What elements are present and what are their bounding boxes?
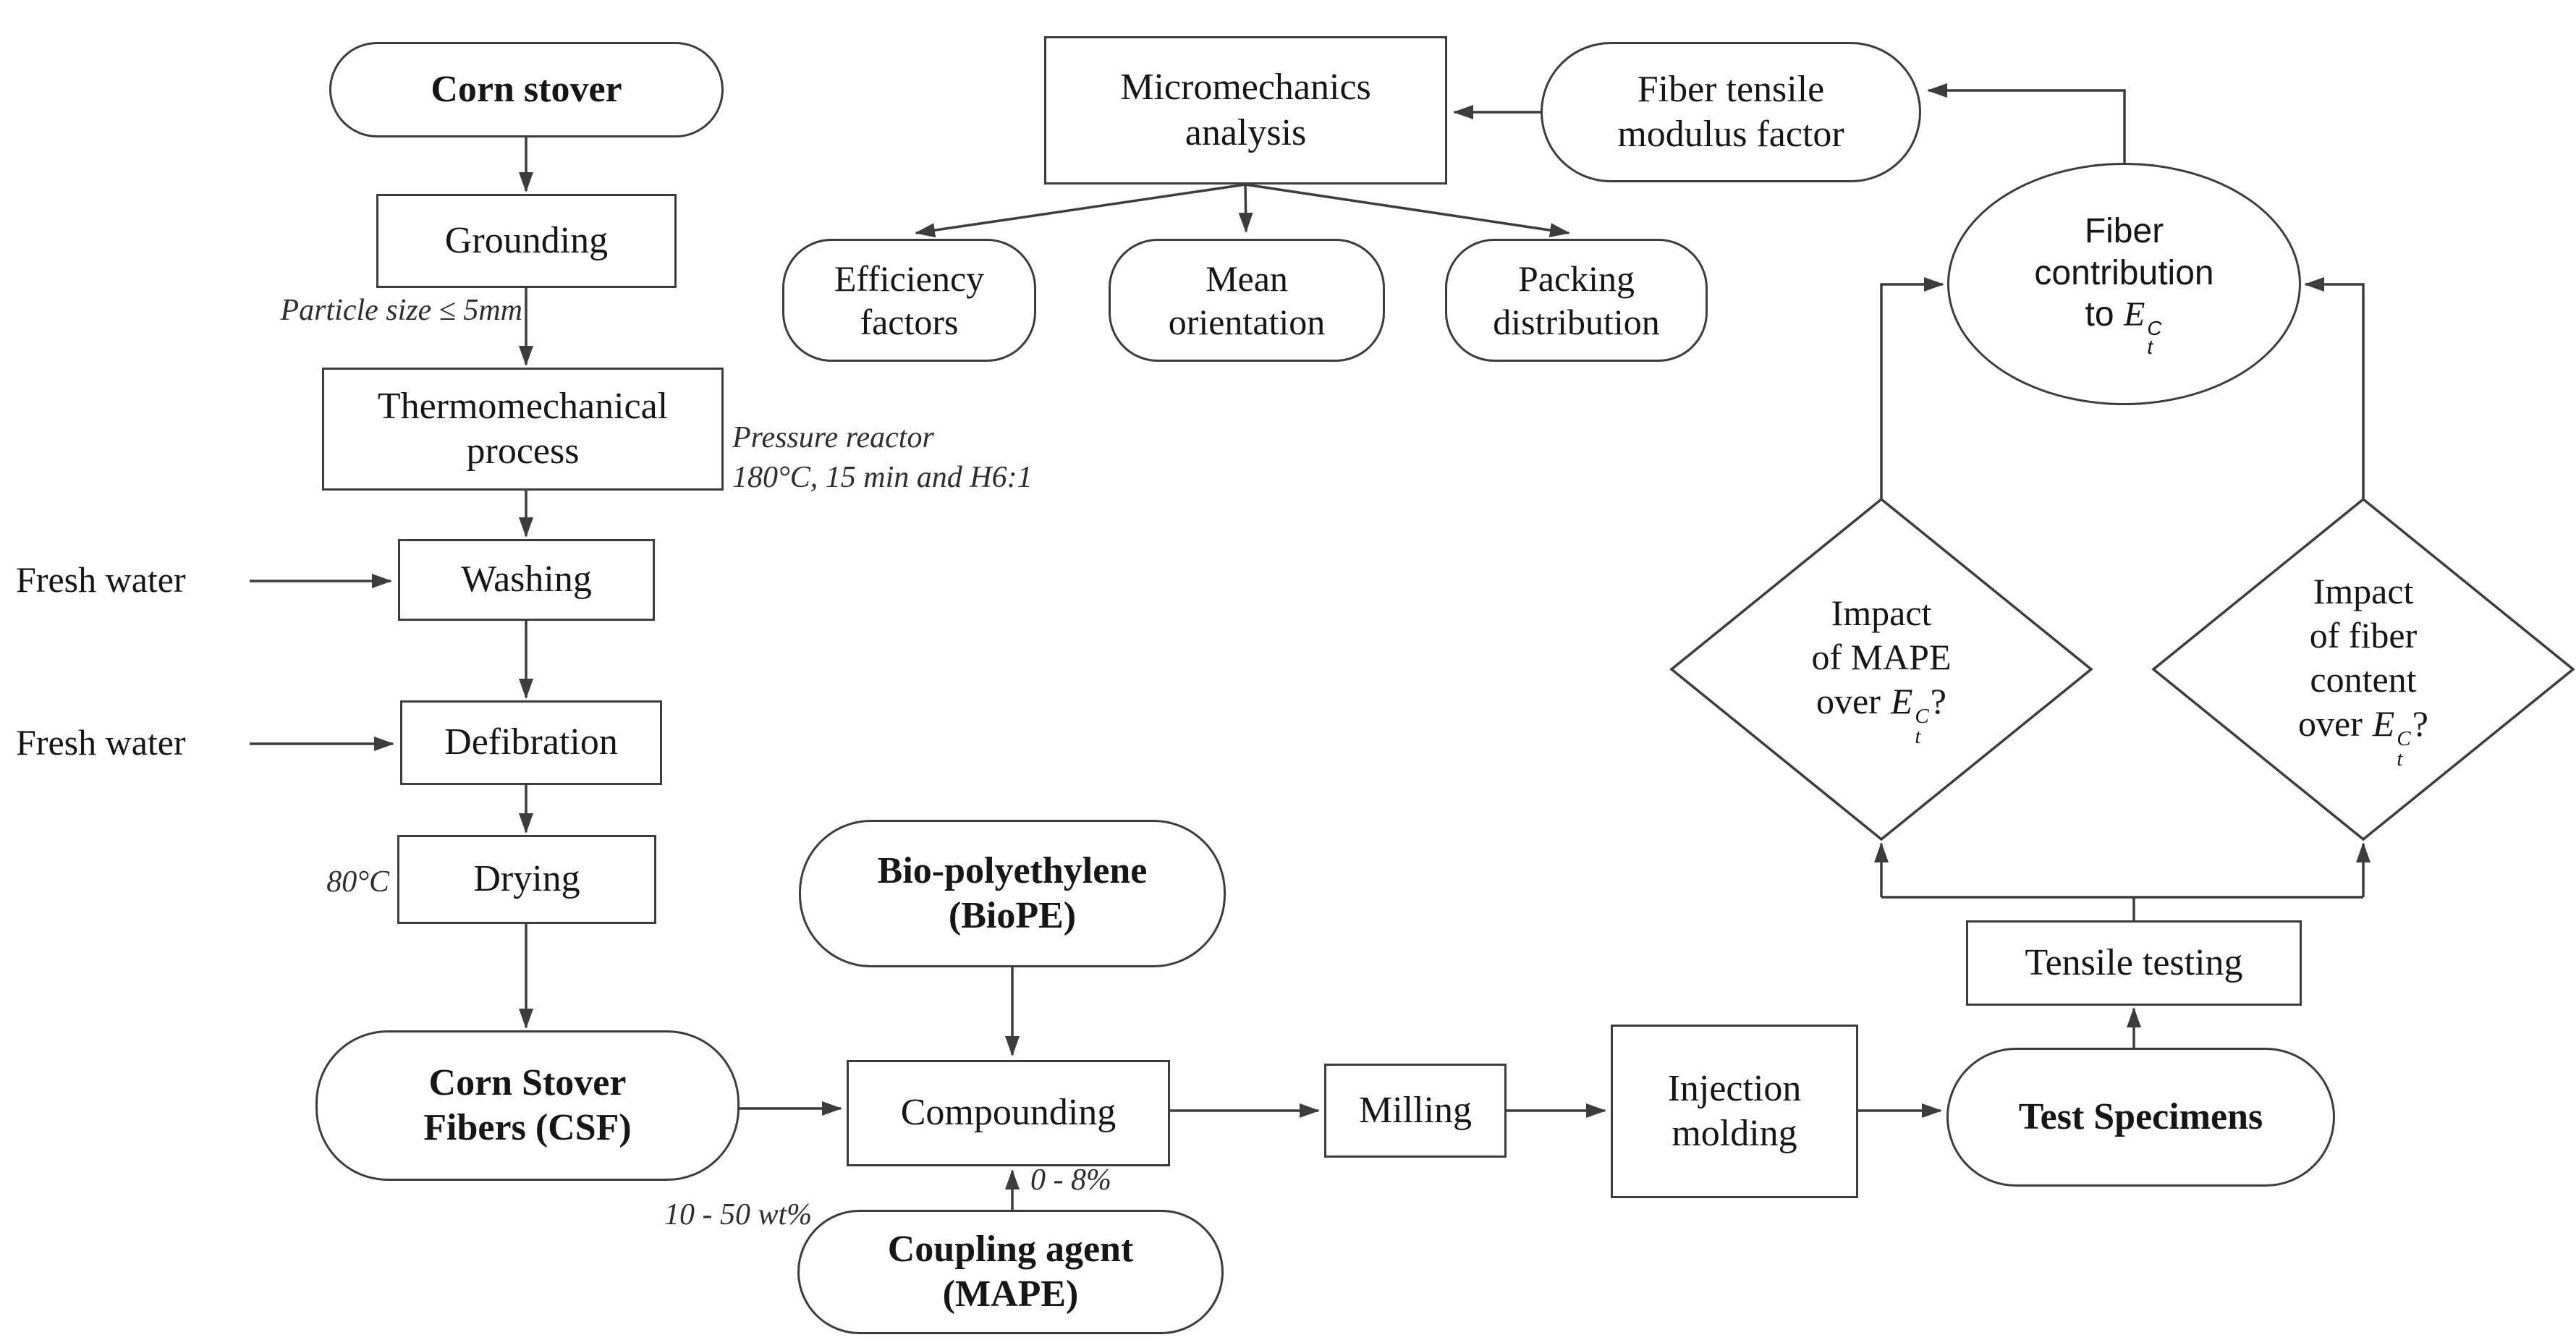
formula-symbol: E — [2124, 295, 2145, 334]
node-corn-stover: Corn stover — [329, 42, 724, 137]
impact-fiber-line3: content — [2310, 658, 2417, 700]
compounding-label: Compounding — [900, 1092, 1117, 1134]
fiber-modulus-line1: Fiber tensile — [1637, 68, 1825, 110]
formula-sup: C — [2397, 726, 2411, 750]
node-injection-molding: Injection molding — [1611, 1025, 1858, 1198]
efficiency-line1: Efficiency — [834, 258, 985, 299]
formula-post: ? — [2412, 703, 2428, 744]
formula-sup: C — [2147, 316, 2162, 339]
node-drying: Drying — [397, 835, 656, 924]
biope-line2: (BioPE) — [948, 895, 1077, 936]
diamond-impact-fiber-shape — [2151, 497, 2575, 841]
micromech-line1: Micromechanics — [1120, 67, 1371, 109]
packing-line2: distribution — [1493, 302, 1660, 342]
node-compounding: Compounding — [847, 1060, 1170, 1166]
formula-sub: t — [2397, 747, 2403, 771]
temp-80-text: 80°C — [326, 865, 389, 899]
csf-line2: Fibers (CSF) — [423, 1107, 632, 1148]
diamond-impact-mape-shape — [1669, 497, 2093, 841]
injection-line2: molding — [1672, 1113, 1797, 1154]
arrow-leftdiamond-ellipse — [1880, 277, 1944, 499]
impact-mape-line1: Impact — [1831, 593, 1932, 634]
formula-sub: t — [1915, 725, 1921, 749]
annotation-80c: 80°C — [304, 862, 389, 902]
mape-range-text: 0 - 8% — [1030, 1163, 1111, 1197]
fiber-modulus-line2: modulus factor — [1617, 114, 1844, 155]
formula-symbol: E — [1890, 681, 1913, 722]
arrow-ellipse-modulus — [1927, 83, 2126, 163]
annotation-pressure-reactor: Pressure reactor 180°C, 15 min and H6:1 — [732, 418, 1137, 497]
drying-label: Drying — [473, 858, 580, 900]
grounding-label: Grounding — [444, 219, 609, 261]
formula-pre: to — [2085, 295, 2114, 334]
pressure-line1: Pressure reactor — [732, 421, 934, 454]
node-defibration: Defibration — [400, 700, 662, 785]
biope-line1: Bio-polyethylene — [877, 849, 1148, 891]
coupling-line1: Coupling agent — [887, 1228, 1134, 1270]
impact-fiber-line2: of fiber — [2309, 614, 2418, 656]
micromech-line2: analysis — [1185, 111, 1307, 153]
test-specimens-label: Test Specimens — [2018, 1095, 2263, 1137]
annotation-mape-range: 0 - 8% — [1030, 1161, 1146, 1200]
efficiency-line2: factors — [860, 302, 959, 342]
thermomech-line2: process — [466, 431, 580, 472]
coupling-line2: (MAPE) — [942, 1273, 1079, 1315]
formula-pre: over — [2298, 703, 2363, 744]
impact-mape-line2: of MAPE — [1811, 637, 1952, 678]
defibration-label: Defibration — [444, 721, 618, 763]
impact-fiber-line1: Impact — [2313, 570, 2414, 611]
annotation-wt-range: 10 - 50 wt% — [664, 1195, 852, 1235]
label-fresh-water-1: Fresh water — [16, 560, 247, 600]
tensile-testing-label: Tensile testing — [2025, 941, 2243, 983]
node-mean-orientation: Mean orientation — [1109, 239, 1385, 362]
mean-orientation-line2: orientation — [1168, 302, 1326, 342]
pressure-line2: 180°C, 15 min and H6:1 — [732, 460, 1033, 494]
node-micromechanics-analysis: Micromechanics analysis — [1044, 36, 1447, 185]
wt-range-text: 10 - 50 wt% — [664, 1198, 813, 1231]
node-corn-stover-fibers: Corn Stover Fibers (CSF) — [315, 1030, 740, 1181]
fresh-water-1-text: Fresh water — [16, 559, 186, 600]
formula-sub: t — [2147, 336, 2153, 359]
packing-line1: Packing — [1517, 258, 1635, 299]
corn-stover-label: Corn stover — [431, 68, 622, 110]
node-packing-distribution: Packing distribution — [1445, 239, 1708, 362]
node-coupling-agent: Coupling agent (MAPE) — [797, 1210, 1224, 1334]
arrow-rightdiamond-ellipse — [2304, 277, 2365, 499]
node-thermomechanical: Thermomechanical process — [322, 368, 724, 491]
mean-orientation-line1: Mean — [1206, 258, 1288, 299]
node-efficiency-factors: Efficiency factors — [782, 239, 1036, 362]
node-bio-polyethylene: Bio-polyethylene (BioPE) — [799, 820, 1226, 967]
formula-sup: C — [1915, 705, 1929, 729]
node-milling: Milling — [1324, 1064, 1507, 1158]
formula-pre: over — [1816, 681, 1881, 722]
node-test-specimens: Test Specimens — [1946, 1048, 2335, 1187]
arrow-micromech-meanorientation — [1238, 184, 1253, 233]
injection-line1: Injection — [1667, 1067, 1802, 1109]
thermomech-line1: Thermomechanical — [377, 385, 669, 427]
fiber-contribution-line2: contribution — [2034, 253, 2214, 292]
annotation-particle-size: Particle size ≤ 5mm — [253, 291, 522, 331]
milling-label: Milling — [1358, 1089, 1473, 1131]
particle-size-text: Particle size ≤ 5mm — [280, 294, 522, 327]
csf-line1: Corn Stover — [428, 1061, 627, 1103]
formula-symbol: E — [2372, 703, 2395, 744]
fiber-contribution-line1: Fiber — [2084, 212, 2164, 251]
arrow-micromech-efficiency — [915, 183, 1246, 238]
arrow-micromech-packing — [1245, 183, 1570, 238]
node-grounding: Grounding — [376, 194, 677, 288]
label-fresh-water-2: Fresh water — [16, 723, 247, 763]
fresh-water-2-text: Fresh water — [16, 722, 186, 763]
node-tensile-testing: Tensile testing — [1966, 920, 2302, 1006]
formula-post: ? — [1930, 681, 1946, 722]
node-fiber-tensile-modulus-factor: Fiber tensile modulus factor — [1541, 42, 1921, 182]
node-washing: Washing — [398, 539, 655, 621]
washing-label: Washing — [461, 559, 592, 601]
